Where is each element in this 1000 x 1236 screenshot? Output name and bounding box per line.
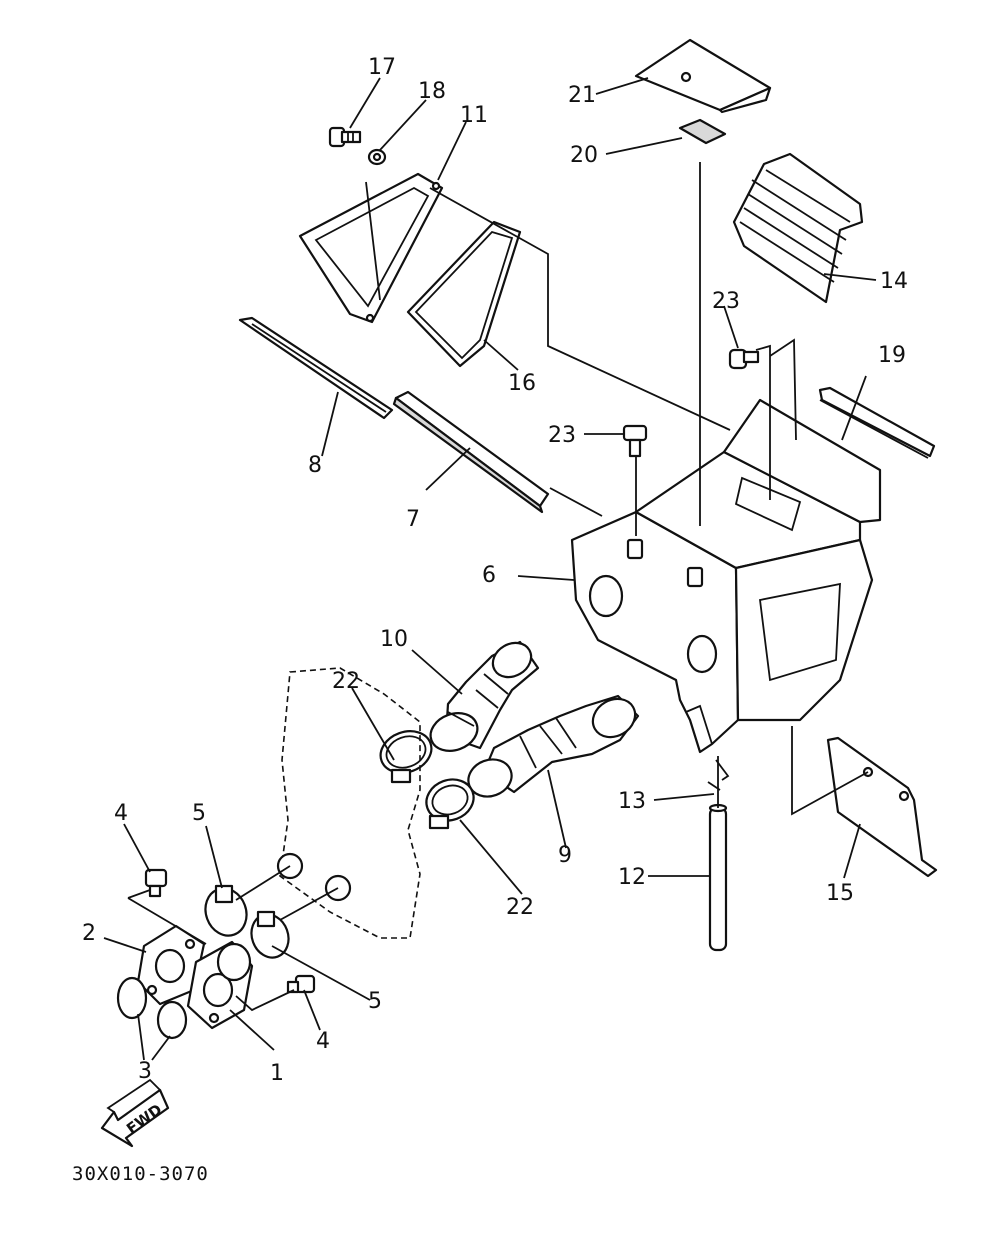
callout-21: 21 [568, 83, 596, 108]
part-22-clamp-upper [379, 730, 433, 784]
part-5-clamp-upper [204, 884, 248, 937]
callout-17: 17 [368, 55, 396, 80]
callout-22-upper: 22 [332, 669, 360, 694]
part-23-bolt-upper [728, 348, 760, 370]
callout-labels: 21 20 14 19 17 18 11 16 8 7 23 23 6 10 2… [82, 55, 908, 1086]
callout-5-lower: 5 [368, 989, 382, 1014]
part-4-bolt-upper [144, 868, 168, 898]
callout-23-upper: 23 [712, 289, 740, 314]
callout-18: 18 [418, 79, 446, 104]
part-18-washer [367, 148, 387, 166]
part-19-strip [818, 386, 936, 459]
part-16-gasket [406, 220, 522, 368]
part-5-clamp-lower [250, 910, 290, 959]
callout-7: 7 [406, 507, 420, 532]
callout-12: 12 [618, 865, 646, 890]
part-9-joint-lower [467, 694, 640, 798]
part-12-drain-hose [708, 803, 728, 952]
carburetor-inlet-ports [276, 852, 352, 902]
part-1-manifold [186, 940, 254, 1030]
part-21-cover-plate [634, 38, 772, 114]
part-15-plate [826, 736, 938, 878]
callout-10: 10 [380, 627, 408, 652]
callout-8: 8 [308, 453, 322, 478]
callout-4-lower: 4 [316, 1029, 330, 1054]
leader-lines [103, 77, 877, 1061]
callout-5-upper: 5 [192, 801, 206, 826]
callout-14: 14 [880, 269, 908, 294]
callout-4-upper: 4 [114, 801, 128, 826]
carburetor-reference-outline [279, 667, 421, 939]
part-8-filter-plate [238, 316, 394, 420]
part-22-clamp-lower [425, 778, 475, 830]
callout-3: 3 [138, 1059, 152, 1084]
part-10-joint-upper [429, 640, 540, 752]
part-14-intake-duct [732, 152, 864, 304]
part-11-filter-cover [298, 172, 444, 324]
callout-15: 15 [826, 881, 854, 906]
callout-23-lower: 23 [548, 423, 576, 448]
callout-20: 20 [570, 143, 598, 168]
callout-19: 19 [878, 343, 906, 368]
callout-6: 6 [482, 563, 496, 588]
callout-1: 1 [270, 1061, 284, 1086]
part-7-filter-element [392, 390, 550, 514]
callout-11: 11 [460, 103, 488, 128]
diagram-code: 30X010-3070 [72, 1163, 209, 1185]
part-4-bolt-lower [286, 974, 316, 994]
callout-16: 16 [508, 371, 536, 396]
part-20-pad [678, 118, 727, 145]
part-23-bolt-lower [622, 424, 648, 458]
part-17-bolt [328, 126, 362, 148]
callout-9: 9 [558, 843, 572, 868]
callout-13: 13 [618, 789, 646, 814]
callout-2: 2 [82, 921, 96, 946]
part-3-o-rings [116, 976, 188, 1040]
assembly-lines [127, 162, 869, 1012]
callout-22-lower: 22 [506, 895, 534, 920]
part-6-air-box [570, 398, 882, 754]
fwd-arrow-icon: FWD [100, 1078, 170, 1148]
